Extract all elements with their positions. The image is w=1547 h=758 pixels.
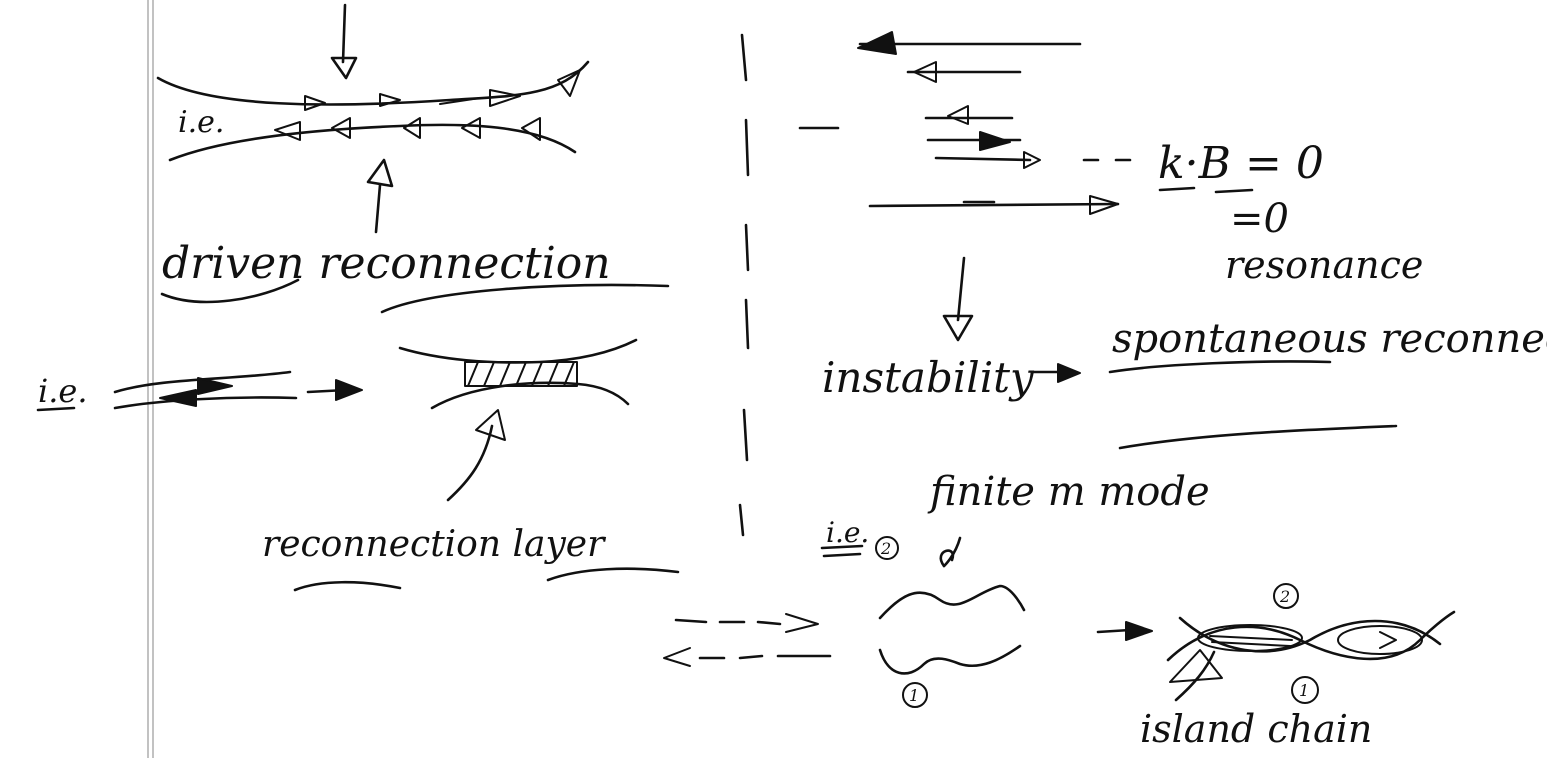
upper-arrowhead-2 [379,93,401,107]
divider-dash-5 [742,408,749,462]
instability-label: instability [822,353,1035,402]
marker-one-island [1291,676,1319,704]
marker-two-island-text: 2 [1279,587,1290,606]
pair-lower-line [113,396,298,410]
pair-lower-arrowhead [159,389,197,407]
transition-arrow-head [335,379,363,401]
island-pointer-shaft [1174,650,1216,702]
divider-dash-3 [744,223,750,272]
marker-two-top-text: 2 [880,539,891,558]
finite-m-mode-label: finite m mode [927,469,1210,515]
divider-dash-6 [738,503,745,537]
finite-mode-tick-loop [939,549,955,568]
resonance-label: resonance [1225,243,1423,287]
marker-one-bottom [902,682,928,708]
layer-pointer-head [475,409,506,441]
layer-hatching [467,361,575,387]
underline-reconnection-right [1118,424,1398,450]
underline-ie-3 [820,544,864,558]
wavy-line-lower [878,644,1022,675]
ie-label-3: i.e. [826,516,869,549]
island-1-inner-lines [1209,635,1293,647]
lower-arrowhead-2 [331,117,351,139]
marker-two-top [875,536,899,560]
island-2 [1337,625,1423,655]
k-dot-b-label: k·B = 0 [1158,138,1324,189]
shear-line-1-head [857,31,897,55]
spontaneous-label: spontaneous reconnection [1112,316,1547,362]
implies-head [1057,363,1081,383]
marker-two-island [1273,583,1299,609]
underline-driven [160,278,300,304]
dashed-arrow-left-head [663,647,691,667]
vertical-divider [738,33,750,537]
layer-lower-curve [430,381,630,410]
divider-dash-4 [744,298,750,350]
lower-arrowhead-3 [403,117,421,139]
island-1 [1197,624,1303,652]
lower-field-line [168,123,577,162]
underline-b [1214,188,1254,194]
push-arrow-bottom-shaft [374,183,382,234]
pair-upper-line [113,370,292,394]
divider-dash-1 [740,33,748,82]
island-2-arrow [1379,631,1397,649]
shear-line-4-head [979,131,1011,151]
layer-pointer-shaft [446,424,494,502]
island-arrow-shaft [1096,628,1132,634]
ie-label-1: i.e. [178,105,224,140]
shear-line-6 [868,202,1120,208]
ie-label-2: i.e. [38,372,88,410]
upper-arrowhead-4 [489,89,521,107]
upper-arrowhead-5 [557,69,581,97]
upper-field-line [156,60,590,106]
lower-arrowhead-4 [461,117,481,139]
dashed-arrow-left [698,654,832,660]
wavy-line-upper [878,584,1026,620]
island-separatrix-lower [1166,610,1456,662]
reconnection-layer-box [464,361,578,387]
sheared-field-sketch [798,31,1132,215]
push-arrow-bottom-head [366,158,394,188]
instability-arrow-shaft [956,256,966,322]
island-pointer-head [1169,649,1223,683]
push-arrow-top-head [330,56,358,80]
island-chain-label: island chain [1140,707,1372,751]
lower-arrowhead-1 [274,121,301,141]
underline-reconnection [380,283,670,314]
underline-k [1158,186,1196,192]
reconnection-layer-sketch: i.e. [36,338,638,502]
driven-reconnection-label: driven reconnection [162,238,611,289]
shear-line-2-head [913,61,937,83]
dashed-arrow-right [674,618,782,626]
reconnection-layer-label: reconnection layer [262,524,606,565]
island-separatrix-upper [1178,616,1442,653]
underline-spontaneous [1108,360,1332,374]
driven-reconnection-sketch [156,3,590,234]
layer-upper-curve [398,338,638,364]
marker-one-bottom-text: 1 [909,686,919,705]
instability-arrow-head [942,314,974,342]
underline-ie-2 [36,406,76,412]
shear-line-5-head [1023,151,1041,169]
dashed-arrow-right-head [785,613,819,633]
shear-line-5 [934,156,1032,162]
island-arrow-head [1125,621,1153,641]
pair-upper-arrowhead [197,377,233,395]
upper-arrowhead-1 [304,95,326,111]
underline-reconnection-1 [293,580,402,592]
divider-dash-2 [744,118,750,177]
lower-arrowhead-5 [521,117,541,141]
shear-line-3-head [947,105,969,125]
upper-stroke-3 [439,97,481,105]
marker-one-island-text: 1 [1299,681,1309,700]
island-chain-sketch: i.e. 2 1 2 1 [663,516,1456,708]
push-arrow-top-shaft [341,3,347,64]
shear-line-6-head [1089,195,1119,215]
underline-layer [546,567,680,582]
eq-zero-label: =0 [1230,196,1289,242]
